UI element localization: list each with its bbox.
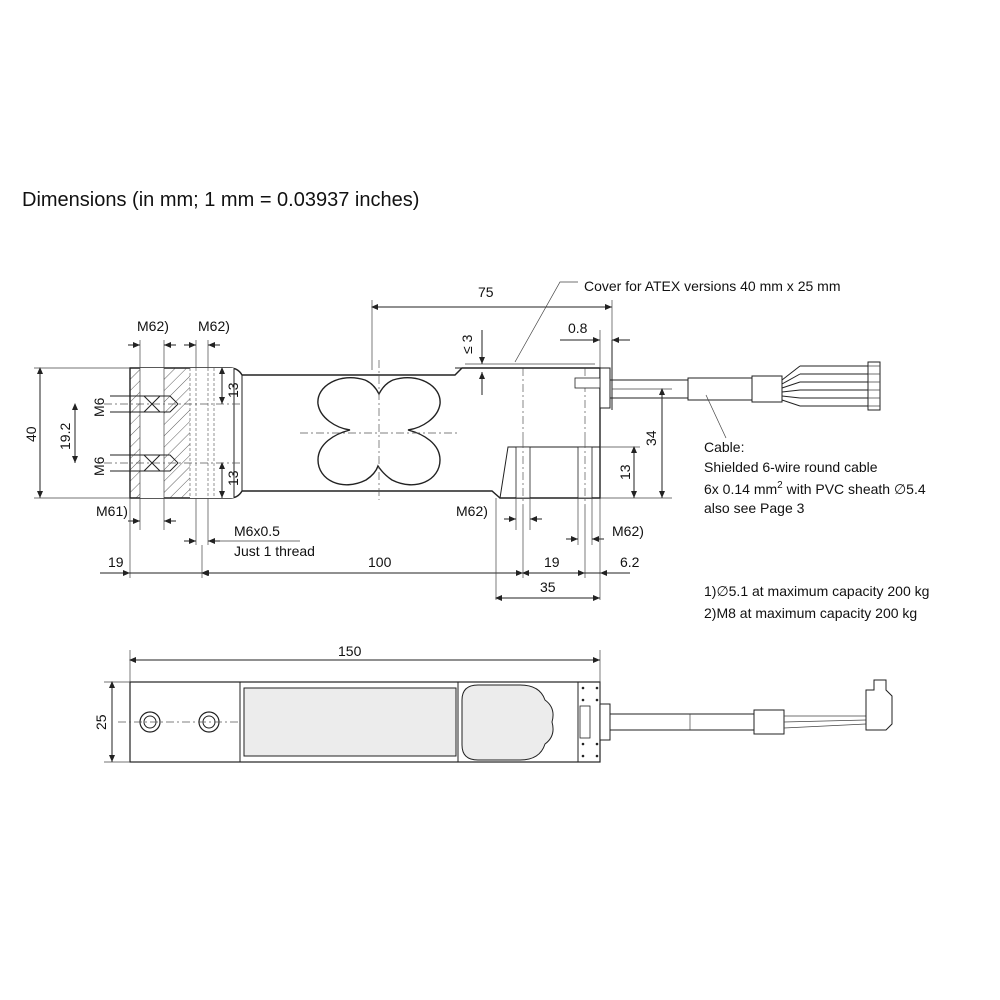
thread-m62-c: M62) bbox=[456, 503, 488, 519]
dim-100: 100 bbox=[368, 554, 392, 570]
page-title: Dimensions (in mm; 1 mm = 0.03937 inches… bbox=[22, 189, 419, 211]
dimensions-top: 75 Cover for ATEX versions 40 mm x 25 mm… bbox=[23, 278, 840, 601]
dim-40: 40 bbox=[23, 426, 39, 442]
left-bolt-holes bbox=[104, 368, 240, 498]
dim-19-left: 19 bbox=[108, 554, 124, 570]
dim-13-left-top: 13 bbox=[225, 382, 241, 398]
dim-34: 34 bbox=[643, 430, 659, 446]
cable-note: Cable: Shielded 6-wire round cable 6x 0.… bbox=[704, 439, 926, 516]
just-one-thread-note: Just 1 thread bbox=[234, 543, 315, 559]
cable-exit bbox=[455, 340, 881, 411]
gauge-pocket bbox=[300, 360, 460, 500]
dim-19-2: 19.2 bbox=[57, 423, 73, 450]
thread-m61: M61) bbox=[96, 503, 128, 519]
footnote-1: 1)∅5.1 at maximum capacity 200 kg bbox=[704, 583, 929, 599]
thread-m62-b: M62) bbox=[198, 318, 230, 334]
thread-m6-bottom: M6 bbox=[91, 456, 107, 476]
dim-13-left-bottom: 13 bbox=[225, 470, 241, 486]
label-plate bbox=[243, 687, 457, 757]
footnotes: 1)∅5.1 at maximum capacity 200 kg 2)M8 a… bbox=[704, 583, 929, 621]
dim-150: 150 bbox=[338, 643, 362, 659]
cable-note-line1: Cable: bbox=[704, 439, 744, 455]
thread-m62-d: M62) bbox=[612, 523, 644, 539]
dim-0-8: 0.8 bbox=[568, 320, 588, 336]
footnote-2: 2)M8 at maximum capacity 200 kg bbox=[704, 605, 917, 621]
cable-note-line3: 6x 0.14 mm2 with PVC sheath ∅5.4 bbox=[704, 480, 926, 497]
cover-plate bbox=[461, 684, 554, 761]
dim-6-2: 6.2 bbox=[620, 554, 640, 570]
dim-19-right: 19 bbox=[544, 554, 560, 570]
thread-m6-top: M6 bbox=[91, 397, 107, 417]
right-mount bbox=[499, 368, 601, 505]
top-view: 150 25 bbox=[93, 643, 893, 763]
dim-75: 75 bbox=[478, 284, 494, 300]
dim-le3: ≤ 3 bbox=[459, 334, 475, 354]
dim-25: 25 bbox=[93, 714, 109, 730]
cable-note-line2: Shielded 6-wire round cable bbox=[704, 459, 878, 475]
dim-13-right: 13 bbox=[617, 464, 633, 480]
side-view bbox=[104, 340, 881, 505]
connector-plug bbox=[865, 679, 893, 731]
thread-m62-a: M62) bbox=[137, 318, 169, 334]
thread-m6x0-5: M6x0.5 bbox=[234, 523, 280, 539]
atex-cover-note: Cover for ATEX versions 40 mm x 25 mm bbox=[584, 278, 840, 294]
cable-note-line4: also see Page 3 bbox=[704, 500, 805, 516]
dim-35: 35 bbox=[540, 579, 556, 595]
